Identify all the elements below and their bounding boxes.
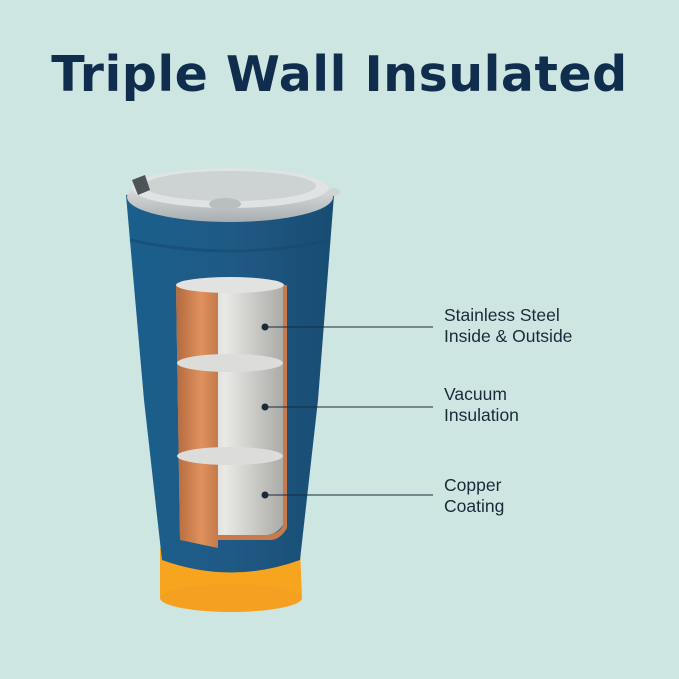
callout-vacuum-insulation: Vacuum Insulation <box>444 384 519 426</box>
callout-text: Stainless Steel <box>444 305 560 325</box>
callout-dot-1 <box>261 323 269 331</box>
callout-text: Vacuum <box>444 384 507 404</box>
callout-dot-2 <box>261 403 269 411</box>
lid <box>127 168 340 222</box>
callout-copper-coating: Copper Coating <box>444 475 504 517</box>
cutaway <box>176 277 287 548</box>
callout-text: Coating <box>444 496 505 516</box>
callout-text: Insulation <box>444 405 519 425</box>
callout-dot-3 <box>261 491 269 499</box>
callout-lines <box>261 323 433 499</box>
callout-text: Copper <box>444 475 502 495</box>
callout-stainless-steel: Stainless Steel Inside & Outside <box>444 305 572 347</box>
page-title: Triple Wall Insulated <box>51 46 628 103</box>
callout-text: Inside & Outside <box>444 326 573 346</box>
